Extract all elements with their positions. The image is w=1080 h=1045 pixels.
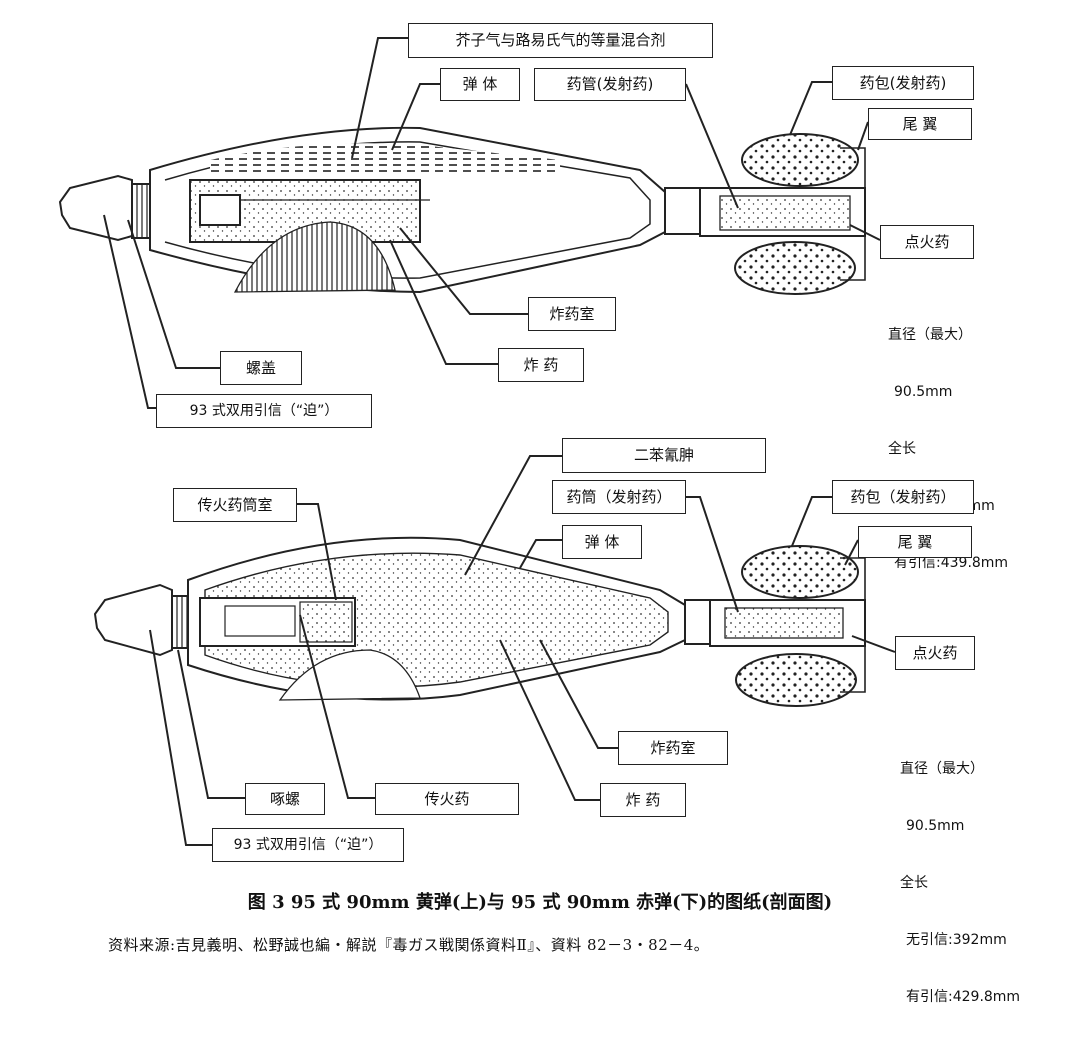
top-bulge (233, 221, 396, 293)
label-booster: 传火药 (375, 783, 519, 815)
bottom-leader-lines (149, 455, 896, 846)
label-top-charge-chamber: 炸药室 (528, 297, 616, 331)
bottom-spec-diameter-label: 直径（最大） (900, 761, 984, 777)
top-tail-fin (840, 147, 866, 281)
top-burster-core (199, 194, 241, 226)
label-bottom-fuze: 93 式双用引信（“迫”） (212, 828, 404, 862)
bottom-booster-fill (299, 601, 353, 643)
bottom-propellant-bag-upper (741, 545, 859, 599)
figure-source: 资料来源:吉見義明、松野誠也編・解説『毒ガス戦関係資料Ⅱ』、資料 82－3・82… (108, 936, 710, 954)
figure-caption: 图 3 95 式 90mm 黄弹(上)与 95 式 90mm 赤弹(下)的图纸(… (247, 892, 833, 913)
top-spec-length-label: 全长 (888, 441, 916, 457)
bottom-fuze-nose (93, 583, 173, 657)
bottom-spec-no-fuze: 无引信:392mm (906, 932, 1007, 948)
bottom-agent-fill (204, 552, 669, 688)
label-bottom-tail-fin: 尾 翼 (858, 526, 972, 558)
bottom-tail-fin (840, 557, 866, 693)
top-propellant-bag-upper (741, 133, 859, 187)
top-fuze-nose (58, 174, 133, 242)
top-liquid-band (210, 143, 560, 172)
top-spec-diameter-value: 90.5mm (894, 384, 953, 400)
label-top-igniter: 点火药 (880, 225, 974, 259)
bottom-spec-block: 直径（最大） 90.5mm 全长 无引信:392mm 有引信:429.8mm (900, 722, 1020, 1045)
label-top-fuze: 93 式双用引信（“迫”） (156, 394, 372, 428)
label-top-propellant-bag: 药包(发射药) (832, 66, 974, 100)
label-bottom-shell-body: 弹 体 (562, 525, 642, 559)
label-top-tail-fin: 尾 翼 (868, 108, 972, 140)
label-mustard-lewisite-mix: 芥子气与路易氏气的等量混合剂 (408, 23, 713, 58)
label-bottom-charge: 炸 药 (600, 783, 686, 817)
top-spec-with-fuze: 有引信:439.8mm (894, 555, 1009, 571)
diagram-stage: 芥子气与路易氏气的等量混合剂 弹 体 药管(发射药) 药包(发射药) 尾 翼 点… (58, 23, 1020, 1005)
label-top-charge: 炸 药 (498, 348, 584, 382)
bottom-spec-diameter-value: 90.5mm (906, 818, 965, 834)
top-shell (58, 126, 866, 295)
bottom-shell (93, 536, 866, 707)
label-bottom-propellant-tube: 药筒（发射药） (552, 480, 686, 514)
label-bottom-screw-cap: 啄螺 (245, 783, 325, 815)
top-propellant-bag-lower (734, 241, 856, 295)
label-bottom-igniter: 点火药 (895, 636, 975, 670)
label-top-shell-body: 弹 体 (440, 68, 520, 101)
shell-cross-section-drawing (58, 37, 896, 846)
bottom-propellant-bag-lower (735, 653, 857, 707)
label-top-screw-cap: 螺盖 (220, 351, 302, 385)
label-booster-chamber: 传火药筒室 (173, 488, 297, 522)
label-diphenylcyanoarsine: 二苯氰胂 (562, 438, 766, 473)
label-top-propellant-tube: 药管(发射药) (534, 68, 686, 101)
bottom-spec-with-fuze: 有引信:429.8mm (906, 989, 1021, 1005)
label-bottom-charge-chamber: 炸药室 (618, 731, 728, 765)
bottom-bulge (278, 649, 421, 701)
top-spec-block: 直径（最大） 90.5mm 全长 无引信:402mm 有引信:439.8mm (888, 288, 1008, 611)
label-bottom-propellant-bag: 药包（发射药） (832, 480, 974, 514)
bottom-spec-length-label: 全长 (900, 875, 928, 891)
top-spec-diameter-label: 直径（最大） (888, 327, 972, 343)
